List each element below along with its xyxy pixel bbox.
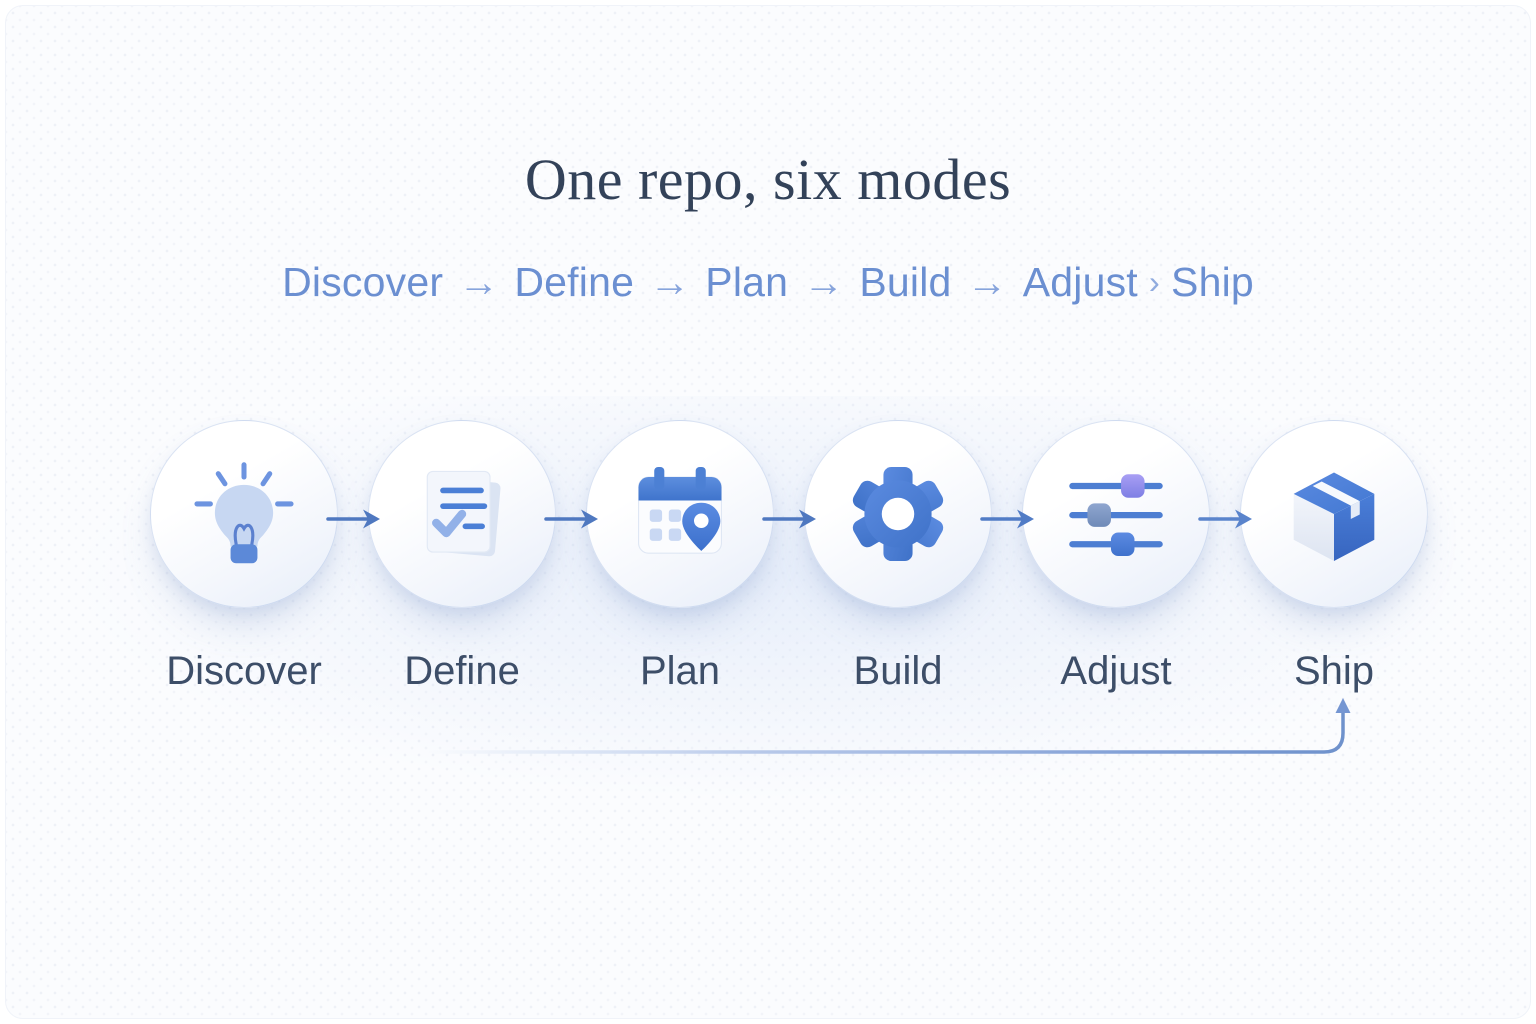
flow-word-adjust: Adjust	[1022, 259, 1138, 305]
package-box-icon	[1293, 472, 1375, 562]
flow-summary-line: Discover → Define → Plan → Build → Adjust › Ship	[6, 254, 1530, 313]
step-circle-ship	[1240, 420, 1428, 608]
step-discover: Discover	[150, 420, 338, 694]
gear-icon	[852, 466, 944, 562]
flow-arrow-separator: →	[803, 259, 845, 305]
flow-word-ship: Ship	[1171, 259, 1254, 305]
step-circle-plan	[586, 420, 774, 608]
steps-row: Discover Define	[150, 420, 1428, 694]
step-label-ship: Ship	[1293, 649, 1375, 693]
sliders-icon	[1069, 474, 1163, 556]
arrow-right-icon	[1198, 509, 1252, 529]
lightbulb-icon	[194, 462, 294, 564]
step-ship: Ship	[1240, 420, 1428, 694]
flow-arrow-separator: →	[966, 259, 1008, 305]
step-label-define: Define	[404, 649, 520, 693]
step-label-discover: Discover	[166, 649, 322, 693]
step-circle-define	[368, 420, 556, 608]
step-define: Define	[368, 420, 556, 694]
step-adjust: Adjust	[1022, 420, 1210, 694]
feedback-loop-arrow	[262, 698, 1351, 754]
document-checklist-icon	[426, 470, 501, 557]
diagram-canvas: One repo, six modes Discover → Define → Plan…	[5, 5, 1531, 1019]
step-circle-discover	[150, 420, 338, 608]
flow-arrow-separator: →	[458, 259, 500, 305]
page-title: One repo, six modes	[524, 147, 1012, 212]
step-label-build: Build	[853, 649, 943, 693]
arrow-right-icon	[326, 509, 380, 529]
step-circle-adjust	[1022, 420, 1210, 608]
flow-arrow-separator: →	[649, 259, 691, 305]
arrow-right-icon	[980, 509, 1034, 529]
step-build: Build	[804, 420, 992, 694]
flow-word-build: Build	[859, 259, 952, 305]
arrow-right-icon	[762, 509, 816, 529]
step-circle-build	[804, 420, 992, 608]
step-label-adjust: Adjust	[1060, 649, 1172, 693]
step-plan: Plan	[586, 420, 774, 694]
flow-chevron-separator: ›	[1148, 263, 1161, 300]
calendar-pin-icon	[638, 466, 722, 554]
step-label-plan: Plan	[639, 649, 721, 693]
arrow-right-icon	[544, 509, 598, 529]
flow-word-define: Define	[514, 259, 635, 305]
flow-word-plan: Plan	[705, 259, 789, 305]
flow-word-discover: Discover	[282, 259, 444, 305]
